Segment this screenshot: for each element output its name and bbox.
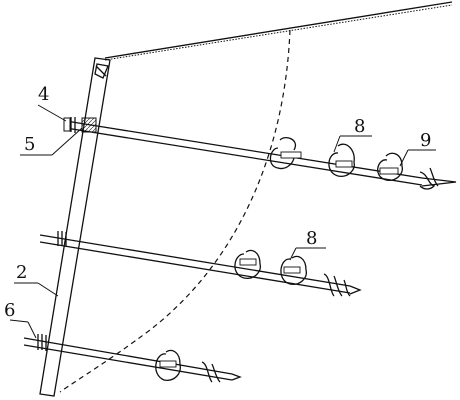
label-8-middle: 8 xyxy=(306,228,317,249)
label-6: 6 xyxy=(4,300,15,321)
label-2: 2 xyxy=(16,262,27,283)
anchor-nut xyxy=(63,117,71,132)
label-5: 5 xyxy=(24,134,35,155)
helical-blade xyxy=(201,361,213,383)
expansion-bulb xyxy=(155,349,181,381)
anchor-bottom xyxy=(23,334,242,383)
anchor-top xyxy=(63,117,457,190)
helical-blade xyxy=(323,273,335,297)
label-8-top: 8 xyxy=(354,116,365,137)
expansion-bulb xyxy=(328,143,355,177)
label-4: 4 xyxy=(38,84,49,105)
anchor-bearing-plate xyxy=(81,117,97,133)
anchor-middle xyxy=(39,231,362,297)
expansion-bulb xyxy=(280,255,307,285)
slip-surface-curve xyxy=(59,29,291,393)
retaining-pile xyxy=(39,57,111,397)
helical-blade xyxy=(419,171,436,190)
leader-lines xyxy=(9,104,436,339)
expansion-bulb xyxy=(269,147,295,170)
expansion-bulb xyxy=(377,152,403,181)
expansion-bulb xyxy=(234,249,261,279)
ground-surface xyxy=(104,1,453,61)
label-9: 9 xyxy=(420,130,431,151)
